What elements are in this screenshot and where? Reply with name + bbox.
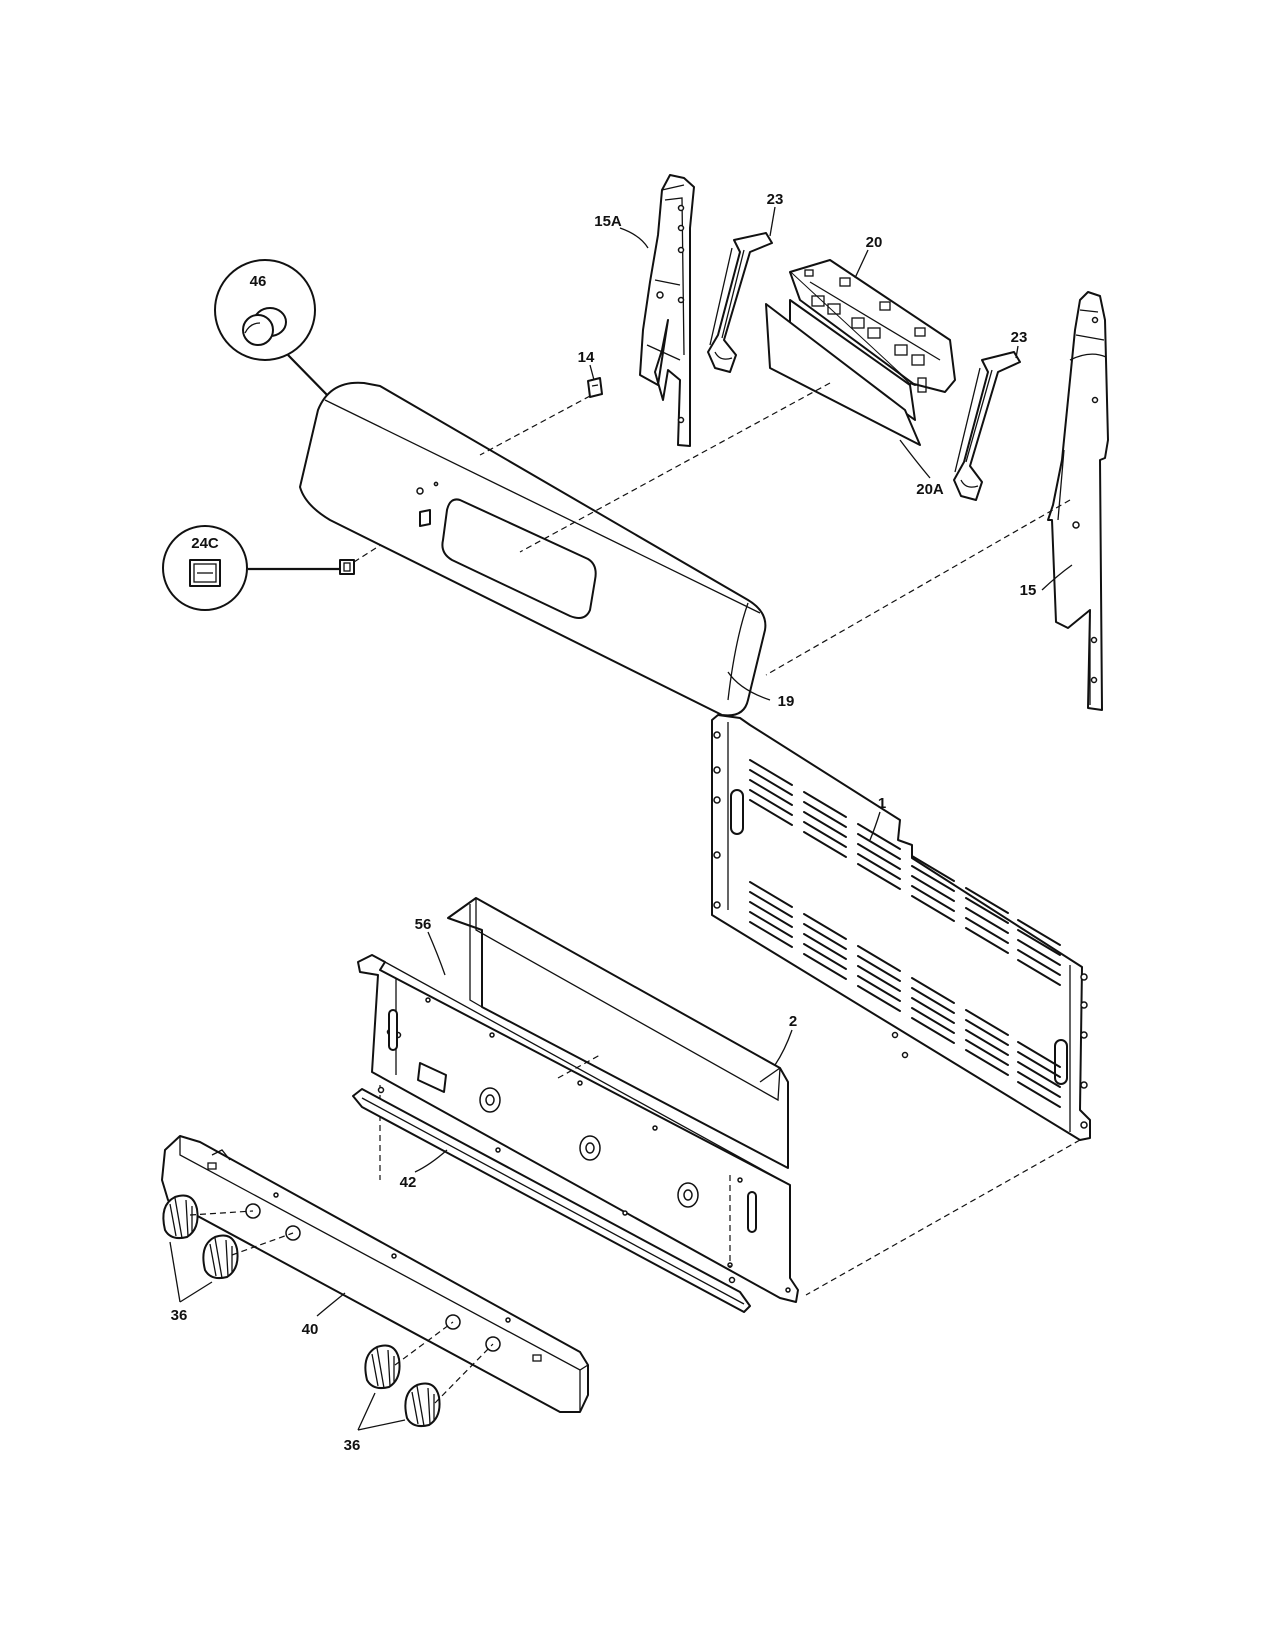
- manifold-panel-56: [357, 954, 799, 1303]
- callout-56: 56: [415, 916, 432, 933]
- callout-24c: 24C: [191, 535, 219, 552]
- callout-36-left: 36: [171, 1307, 188, 1324]
- callout-46: 46: [250, 273, 267, 290]
- callout-42: 42: [400, 1174, 417, 1191]
- bracket-23-upper: [707, 232, 773, 373]
- control-board-20: [789, 259, 956, 421]
- callout-15: 15: [1020, 582, 1037, 599]
- shield-panel-2: [447, 897, 789, 1169]
- bracket-23-lower: [953, 351, 1021, 501]
- callout-23-upper: 23: [767, 191, 784, 208]
- callout-14: 14: [578, 349, 595, 366]
- trim-strip-42: [352, 1086, 751, 1313]
- overlay-20a: [765, 303, 921, 446]
- callout-23-lower: 23: [1011, 329, 1028, 346]
- callout-2: 2: [789, 1013, 797, 1030]
- switch-24c: [339, 559, 355, 575]
- callout-1: 1: [878, 795, 886, 812]
- bracket-15a: [639, 174, 695, 447]
- detail-circle-24c: [162, 525, 248, 611]
- callout-36-right: 36: [344, 1437, 361, 1454]
- callout-19: 19: [778, 693, 795, 710]
- clip-14: [587, 377, 603, 398]
- knob-36-a: [162, 1194, 199, 1240]
- vent-slots-lower: [749, 881, 1061, 1108]
- control-panel-19: [299, 381, 767, 717]
- detail-circle-46: [214, 259, 316, 361]
- knob-36-d: [404, 1382, 441, 1428]
- knob-36-c: [364, 1344, 401, 1390]
- vent-slots-upper: [749, 759, 1061, 986]
- callout-20: 20: [866, 234, 883, 251]
- knob-36-b: [202, 1234, 239, 1280]
- callout-15a: 15A: [594, 213, 622, 230]
- back-panel-1: [711, 714, 1091, 1141]
- callout-20a: 20A: [916, 481, 944, 498]
- callout-40: 40: [302, 1321, 319, 1338]
- bracket-15: [1047, 291, 1109, 711]
